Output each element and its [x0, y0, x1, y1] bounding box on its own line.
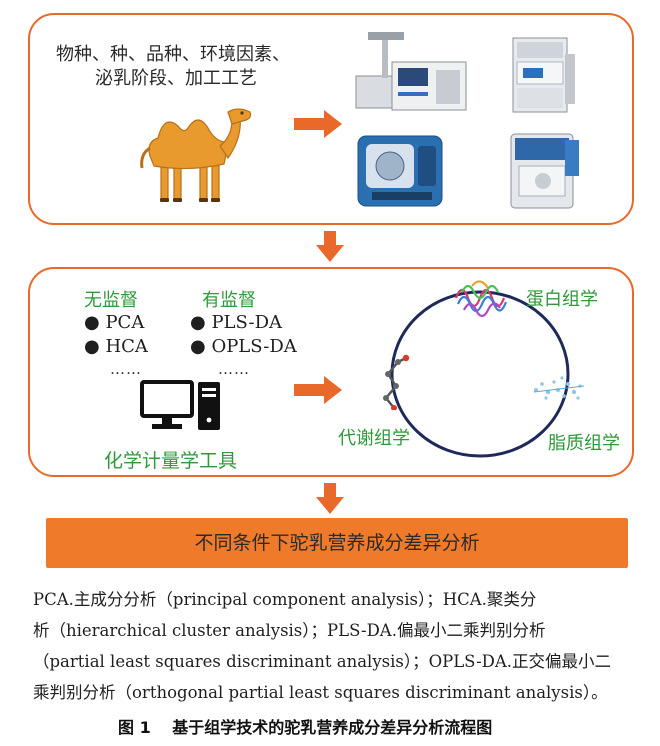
- autosampler-gc-icon: [355, 32, 467, 111]
- unsupervised-label: 无监督: [84, 290, 138, 311]
- supervised-item-2: ● OPLS-DA: [190, 336, 297, 357]
- mass-spectrometer-icon: [357, 135, 443, 207]
- lipidomics-label: 脂质组学: [548, 433, 620, 454]
- arrow-right-icon: [294, 110, 342, 138]
- caption-line-3: （partial least squares discriminant anal…: [33, 652, 612, 671]
- factors-line-2: 泌乳阶段、加工工艺: [95, 68, 257, 89]
- computer-icon: [140, 380, 220, 430]
- metabolomics-label: 代谢组学: [338, 428, 410, 449]
- unsupervised-more: ……: [110, 360, 142, 378]
- caption-line-2: 析（hierarchical cluster analysis）；PLS-DA.…: [33, 621, 546, 640]
- arrow-down-icon: [316, 483, 344, 514]
- factors-line-1: 物种、种、品种、环境因素、: [56, 44, 290, 65]
- unsupervised-item-1: ● PCA: [84, 312, 145, 333]
- omics-circle: [390, 290, 570, 458]
- supervised-more: ……: [218, 360, 250, 378]
- supervised-label: 有监督: [202, 290, 256, 311]
- caption-line-4: 乘判别分析（orthogonal partial least squares d…: [33, 683, 608, 702]
- arrow-down-icon: [316, 231, 344, 262]
- proteomics-label: 蛋白组学: [526, 289, 598, 310]
- figure-title: 图 1 基于组学技术的驼乳营养成分差异分析流程图: [118, 718, 493, 737]
- lc-instrument-icon: [512, 37, 575, 113]
- caption-line-1: PCA.主成分分析（principal component analysis）；…: [33, 590, 537, 609]
- chemometrics-tool-label: 化学计量学工具: [104, 450, 238, 472]
- protein-structure-icon: [454, 280, 508, 318]
- middle-panel: [28, 267, 634, 477]
- metabolite-molecule-icon: [383, 354, 410, 410]
- arrow-right-icon: [294, 376, 342, 404]
- supervised-item-1: ● PLS-DA: [190, 312, 283, 333]
- lipid-structure-icon: [533, 376, 585, 400]
- camel-icon: [140, 108, 252, 202]
- unsupervised-item-2: ● HCA: [84, 336, 148, 357]
- benchtop-analyzer-icon: [510, 133, 579, 209]
- result-banner: 不同条件下驼乳营养成分差异分析: [46, 518, 628, 568]
